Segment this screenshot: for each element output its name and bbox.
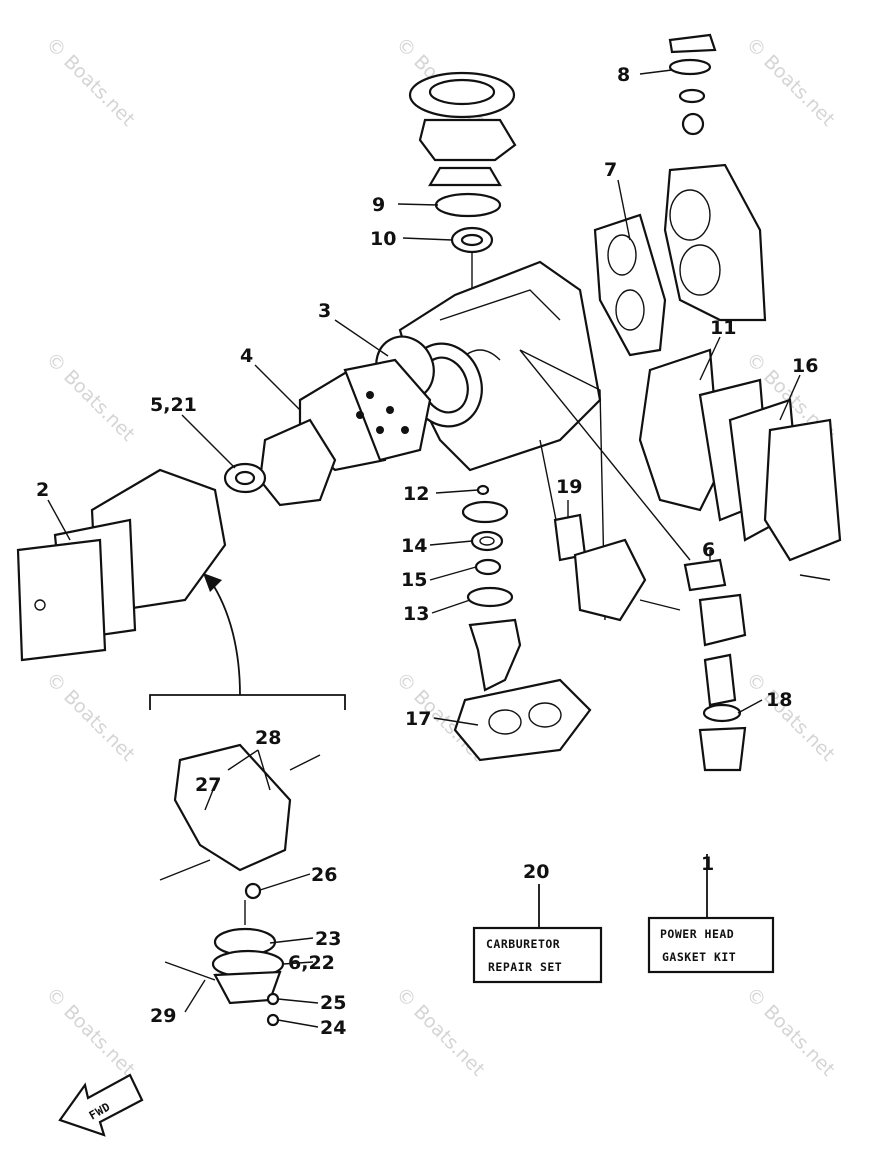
label-part-6-22: 6,22 <box>288 952 335 974</box>
watermark: © Boats.net <box>391 983 489 1081</box>
seal-stack <box>461 484 522 692</box>
label-part-18: 18 <box>766 689 792 711</box>
bracket-and-arrow <box>149 573 346 710</box>
watermark: © Boats.net <box>741 983 839 1081</box>
label-part-12: 12 <box>403 483 429 505</box>
watermark: © Boats.net <box>741 33 839 131</box>
label-part-3: 3 <box>318 300 331 322</box>
part-5-21-intake <box>223 418 337 507</box>
label-part-6: 6 <box>702 539 715 561</box>
watermark: © Boats.net <box>41 33 139 131</box>
leader-lines <box>47 69 801 1028</box>
label-part-11: 11 <box>710 317 736 339</box>
label-part-17: 17 <box>405 708 431 730</box>
part-7-head-gasket <box>593 213 667 357</box>
label-part-5-21: 5,21 <box>150 394 197 416</box>
label-part-23: 23 <box>315 928 341 950</box>
label-part-20: 20 <box>523 861 549 883</box>
label-part-2: 2 <box>36 479 49 501</box>
part-16-exhaust-cover <box>728 398 842 581</box>
label-part-13: 13 <box>403 603 429 625</box>
part-6-18-thermostat <box>519 349 747 772</box>
label-part-27: 27 <box>195 774 221 796</box>
label-part-24: 24 <box>320 1017 346 1039</box>
label-part-29: 29 <box>150 1005 176 1027</box>
label-part-26: 26 <box>311 864 337 886</box>
watermark: © Boats.net <box>41 668 139 766</box>
label-part-25: 25 <box>320 992 346 1014</box>
watermark: © Boats.net <box>741 668 839 766</box>
label-part-1: 1 <box>701 853 714 875</box>
part-labels: 8 9 10 7 3 4 5,21 2 11 16 12 19 14 6 15 … <box>36 64 818 1039</box>
label-part-8: 8 <box>617 64 630 86</box>
label-part-14: 14 <box>401 535 427 557</box>
label-part-9: 9 <box>372 194 385 216</box>
part-17-base-gasket <box>453 678 592 762</box>
carburetor-line-1: CARBURETOR <box>486 937 560 951</box>
watermark: © Boats.net <box>41 348 139 446</box>
carburetor-line-2: REPAIR SET <box>488 960 562 974</box>
label-part-10: 10 <box>370 228 396 250</box>
label-part-28: 28 <box>255 727 281 749</box>
label-part-4: 4 <box>240 345 253 367</box>
part-19-fuel-pump <box>553 513 681 622</box>
label-part-7: 7 <box>604 159 617 181</box>
power-head-gasket-kit-box: 1 POWER HEAD GASKET KIT <box>647 853 775 974</box>
label-part-19: 19 <box>556 476 582 498</box>
carburetor-repair-set-box: 20 CARBURETOR REPAIR SET <box>472 861 603 984</box>
top-cover-assembly <box>408 71 517 295</box>
watermark: © Boats.net <box>41 983 139 1081</box>
powerhead-line-1: POWER HEAD <box>660 927 734 941</box>
part-2-silencer <box>16 468 227 662</box>
powerhead-line-2: GASKET KIT <box>662 950 736 964</box>
label-part-15: 15 <box>401 569 427 591</box>
cylinder-head <box>663 33 767 322</box>
label-part-16: 16 <box>792 355 818 377</box>
fwd-arrow-icon: FWD <box>58 1073 144 1137</box>
fuel-pump-assembly <box>159 743 321 1027</box>
